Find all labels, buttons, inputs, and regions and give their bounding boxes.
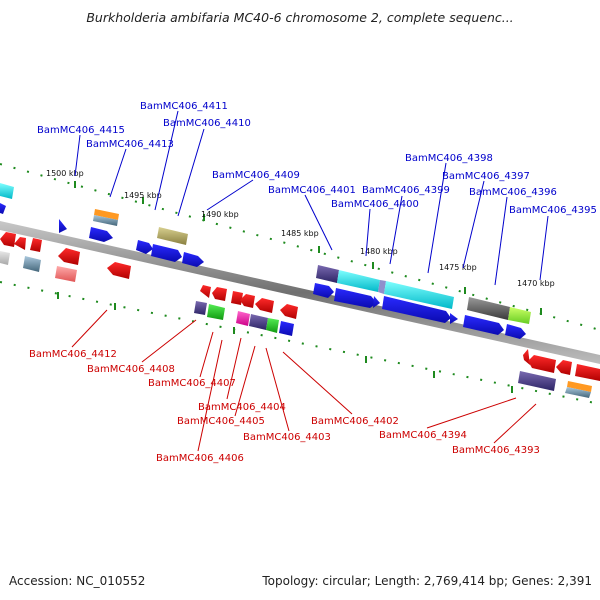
gene-label-4396: BamMC406_4396 bbox=[469, 187, 557, 198]
gene-label-4411: BamMC406_4411 bbox=[140, 101, 228, 112]
scale-labels: 1500 kbp 1495 kbp 1490 kbp 1485 kbp 1480… bbox=[46, 169, 555, 288]
gene-label-4402: BamMC406_4402 bbox=[311, 416, 399, 427]
gene-label-4412: BamMC406_4412 bbox=[29, 349, 117, 360]
accession-text: Accession: NC_010552 bbox=[9, 574, 146, 588]
gene-label-4406: BamMC406_4406 bbox=[156, 453, 244, 464]
upper-tick-rail bbox=[0, 163, 600, 331]
major-ticks bbox=[57, 181, 542, 393]
scale-label-1495: 1495 kbp bbox=[124, 191, 162, 200]
gene-label-4397: BamMC406_4397 bbox=[442, 171, 530, 182]
gene-label-4401: BamMC406_4401 bbox=[268, 185, 356, 196]
scale-label-1480: 1480 kbp bbox=[360, 247, 398, 256]
gene-label-4393: BamMC406_4393 bbox=[452, 445, 540, 456]
scale-label-1475: 1475 kbp bbox=[439, 263, 477, 272]
gene-label-4407: BamMC406_4407 bbox=[148, 378, 236, 389]
gene-label-4408: BamMC406_4408 bbox=[87, 364, 175, 375]
gene-label-4398: BamMC406_4398 bbox=[405, 153, 493, 164]
gene-label-4404: BamMC406_4404 bbox=[198, 402, 286, 413]
gene-label-4395: BamMC406_4395 bbox=[509, 205, 597, 216]
gene-label-4409: BamMC406_4409 bbox=[212, 170, 300, 181]
forward-features[interactable] bbox=[0, 183, 531, 339]
genome-summary-text: Topology: circular; Length: 2,769,414 bp… bbox=[262, 574, 592, 588]
gene-label-4413: BamMC406_4413 bbox=[86, 139, 174, 150]
map-title: Burkholderia ambifaria MC40-6 chromosome… bbox=[86, 10, 514, 25]
scale-label-1490: 1490 kbp bbox=[201, 210, 239, 219]
gene-label-4394: BamMC406_4394 bbox=[379, 430, 467, 441]
forward-leader-lines bbox=[74, 110, 549, 286]
reverse-leader-lines bbox=[71, 309, 537, 452]
gene-label-4405: BamMC406_4405 bbox=[177, 416, 265, 427]
scale-label-1485: 1485 kbp bbox=[281, 229, 319, 238]
scale-label-1500: 1500 kbp bbox=[46, 169, 84, 178]
gene-label-4415: BamMC406_4415 bbox=[37, 125, 125, 136]
chromosome-backbone bbox=[0, 221, 600, 364]
gene-label-4403: BamMC406_4403 bbox=[243, 432, 331, 443]
forward-gene-labels: BamMC406_4411 BamMC406_4415 BamMC406_441… bbox=[37, 101, 597, 216]
gene-label-4410: BamMC406_4410 bbox=[163, 118, 251, 129]
gene-label-4400: BamMC406_4400 bbox=[331, 199, 419, 210]
gene-label-4399: BamMC406_4399 bbox=[362, 185, 450, 196]
reverse-features[interactable] bbox=[0, 232, 600, 398]
reverse-gene-labels: BamMC406_4412 BamMC406_4408 BamMC406_440… bbox=[29, 349, 540, 464]
scale-label-1470: 1470 kbp bbox=[517, 279, 555, 288]
